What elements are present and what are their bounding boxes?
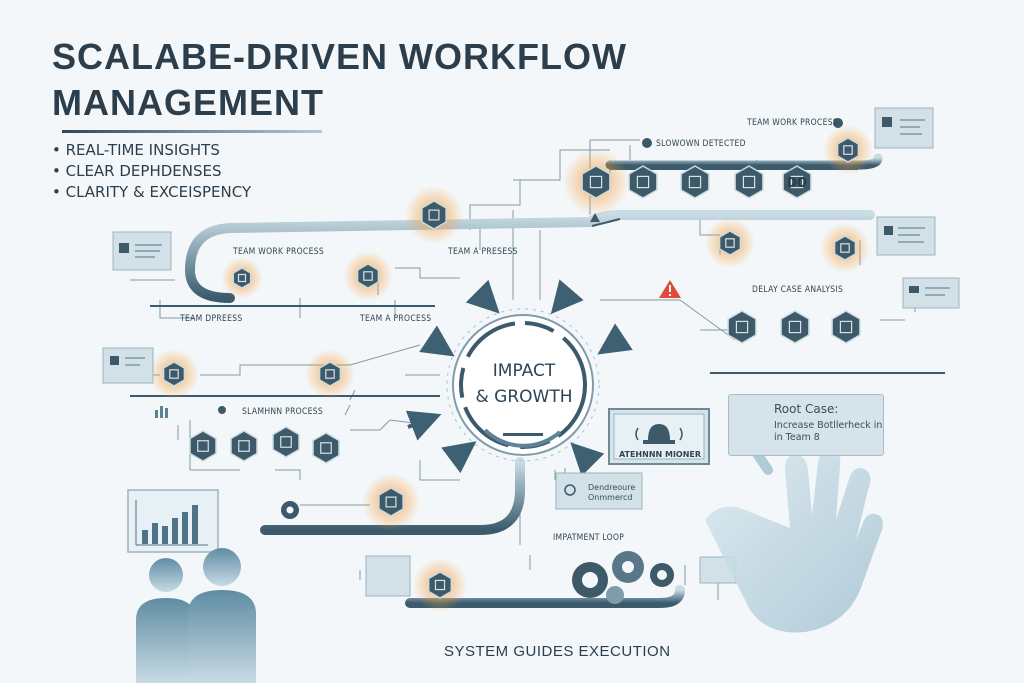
- hexagon-node-icon: [833, 235, 857, 261]
- note-icon: [564, 484, 576, 496]
- hexagon-node-icon: [356, 263, 380, 289]
- hexagon-glyph-icon: [320, 442, 332, 454]
- hub-arrows: [405, 279, 633, 477]
- label-slamhnn-process: SLAMHNN PROCESS: [242, 407, 324, 417]
- hexagon-node-icon: [734, 165, 764, 199]
- hexagon-node-icon: [421, 200, 447, 230]
- hexagon-node-icon: [680, 165, 710, 199]
- people-silhouette-icon: [136, 548, 256, 683]
- hexagon-node-icon: [427, 571, 453, 599]
- label-delay-case-analysis: DELAY CASE ANALYSIS: [752, 285, 844, 295]
- hexagon-glyph-icon: [169, 369, 179, 379]
- page-title: SCALABE-DRIVEN WORKFLOW MANAGEMENT: [52, 34, 627, 126]
- hexagon-glyph-icon: [735, 320, 749, 334]
- hexagon-node-icon: [272, 426, 300, 458]
- footer-caption: SYSTEM GUIDES EXECUTION: [444, 643, 671, 660]
- impact-hub: [446, 308, 600, 462]
- root-cause-line-1: Increase Botllerheck in: [774, 420, 883, 431]
- hexagon-glyph-icon: [325, 369, 335, 379]
- mini-bars: [155, 406, 168, 418]
- hexagon-node-icon: [718, 230, 742, 256]
- status-dot-icon: [642, 138, 652, 148]
- label-impatment-loop: IMPATMENT LOOP: [553, 533, 625, 543]
- feature-list: • REAL-TIME INSIGHTS • CLEAR DEPHDENSES …: [52, 140, 251, 203]
- label-team-dpreess: TEAM DPREESS: [180, 314, 243, 324]
- title-underline: [62, 130, 322, 133]
- hexagon-glyph-icon: [280, 436, 292, 448]
- root-cause-title: Root Case:: [774, 402, 839, 416]
- hexagon-glyph-icon: [839, 320, 853, 334]
- label-slowdown-detected: SLOWOWN DETECTED: [656, 139, 746, 149]
- hexagon-node-icon: [836, 137, 860, 163]
- dashboard-panel: [127, 489, 219, 553]
- hexagon-glyph-icon: [790, 175, 804, 189]
- feature-item: • REAL-TIME INSIGHTS: [52, 141, 220, 159]
- mini-note-line-1: Dendreoure: [588, 483, 636, 492]
- hexagon-node-icon: [780, 310, 810, 344]
- label-team-work-process-left: TEAM WORK PROCESS: [233, 247, 325, 257]
- feature-item: • CLARITY & EXCEISPENCY: [52, 183, 252, 201]
- hexagon-node-icon: [782, 165, 812, 199]
- root-cause-line-2: in Team 8: [774, 432, 820, 443]
- hub-line-1: IMPACT: [492, 361, 556, 381]
- hand-icon: [705, 433, 883, 633]
- hexagon-node-icon: [312, 432, 340, 464]
- hexagon-node-icon: [318, 361, 342, 387]
- alert-panel-label: ATEHNNN MIONER: [618, 450, 702, 459]
- hub-line-2: & GROWTH: [475, 387, 573, 407]
- title-line-1: SCALABE-DRIVEN WORKFLOW: [52, 36, 627, 77]
- do-badge-text: DO: [787, 176, 808, 191]
- hexagon-nodes: [162, 137, 861, 599]
- hexagon-glyph-icon: [840, 243, 850, 253]
- hexagon-glyph-icon: [197, 440, 209, 452]
- triangle-marker-icon: [590, 213, 600, 222]
- root-cause-card: [728, 394, 884, 456]
- hexagon-glyph-icon: [725, 238, 735, 248]
- hexagon-glyph-icon: [742, 175, 756, 189]
- hexagon-glyph-icon: [238, 440, 250, 452]
- hexagon-node-icon: [230, 430, 258, 462]
- title-line-2: MANAGEMENT: [52, 82, 324, 123]
- hexagon-glyph-icon: [428, 209, 440, 221]
- hexagon-glyph-icon: [589, 175, 603, 189]
- hexagon-glyph-icon: [385, 496, 397, 508]
- card-lines: [125, 119, 950, 366]
- hexagon-node-icon: [232, 267, 252, 289]
- hexagon-glyph-icon: [843, 145, 853, 155]
- mini-note-line-2: Onmmercd: [588, 493, 633, 502]
- hexagon-glyph-icon: [363, 271, 373, 281]
- gear-icon: [572, 551, 674, 604]
- card-icons: [110, 117, 919, 365]
- warning-icon: [659, 280, 681, 298]
- root-cause-body: Increase Botllerheck in in Team 8: [774, 420, 882, 444]
- gear-icon: [281, 501, 299, 519]
- hexagon-node-icon: [727, 310, 757, 344]
- hub-label: IMPACT & GROWTH: [462, 358, 586, 410]
- hexagon-node-icon: [628, 165, 658, 199]
- alert-panel: [608, 408, 710, 465]
- hexagon-node-icon: [581, 165, 611, 199]
- hexagon-node-icon: [162, 361, 186, 387]
- feature-item: • CLEAR DEPHDENSES: [52, 162, 222, 180]
- mini-note: Dendreoure Onmmercd: [588, 483, 635, 503]
- hexagon-glyph-icon: [636, 175, 650, 189]
- hexagon-node-icon: [189, 430, 217, 462]
- hexagon-node-icon: [378, 487, 404, 517]
- hexagon-glyph-icon: [237, 273, 247, 283]
- label-team-a-process: TEAM A PROCESS: [360, 314, 432, 324]
- status-dot-icon: [218, 406, 226, 414]
- hexagon-glyph-icon: [434, 579, 446, 591]
- status-dot-icon: [833, 118, 843, 128]
- hexagon-node-icon: [831, 310, 861, 344]
- hexagon-glyph-icon: [788, 320, 802, 334]
- hexagon-glyph-icon: [688, 175, 702, 189]
- label-team-a-presess: TEAM A PRESESS: [448, 247, 518, 257]
- label-team-work-process-top: TEAM WORK PROCESS: [747, 118, 839, 128]
